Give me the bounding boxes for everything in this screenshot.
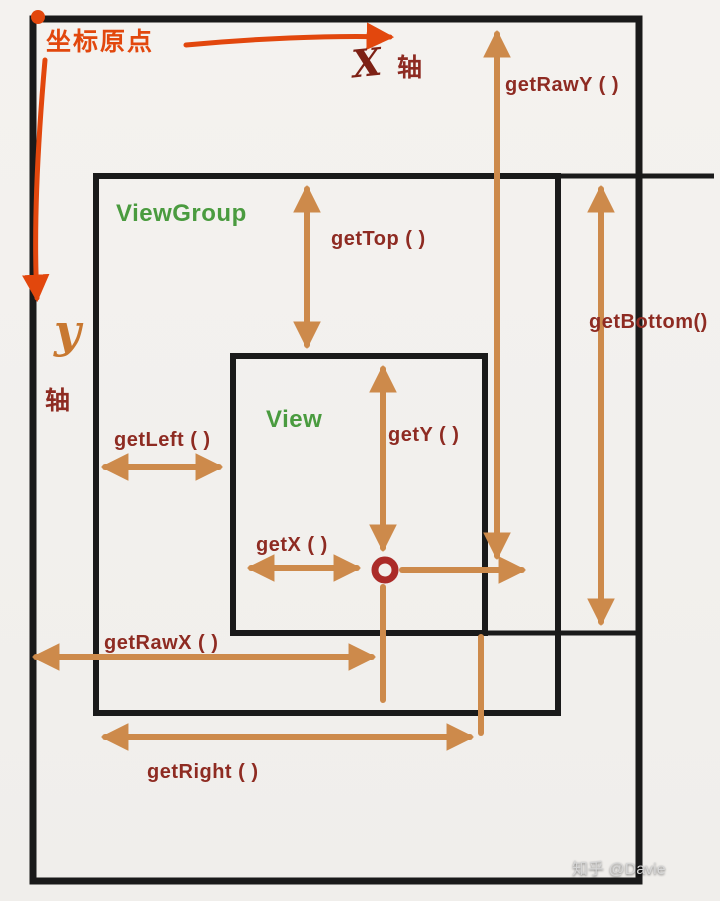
getbottom-label: getBottom() [589, 311, 708, 333]
view-label: View [266, 406, 323, 433]
y-axis-symbol: y [54, 304, 81, 358]
viewgroup-label: ViewGroup [116, 200, 247, 227]
gettop-label: getTop ( ) [331, 228, 426, 250]
center-point-ring [371, 556, 399, 584]
y-axis-unit-label: 轴 [45, 387, 71, 415]
x-axis-arrow [183, 22, 395, 50]
origin-dot [31, 10, 45, 24]
getx-label: getX ( ) [256, 534, 328, 556]
x-axis-symbol: X [349, 38, 384, 87]
getleft-label: getLeft ( ) [114, 429, 211, 451]
getrawx-label: getRawX ( ) [104, 632, 219, 654]
x-axis-unit-label: 轴 [397, 54, 423, 82]
gety-label: getY ( ) [388, 424, 460, 446]
getright-label: getRight ( ) [147, 761, 259, 783]
view-rect [230, 353, 488, 636]
screen-outline-rect [29, 15, 643, 885]
watermark: 知乎 @Davie [572, 861, 666, 878]
viewgroup-rect [93, 173, 561, 716]
y-axis-arrow [21, 57, 50, 303]
origin-label: 坐标原点 [46, 28, 155, 56]
getrawy-label: getRawY ( ) [505, 74, 620, 96]
